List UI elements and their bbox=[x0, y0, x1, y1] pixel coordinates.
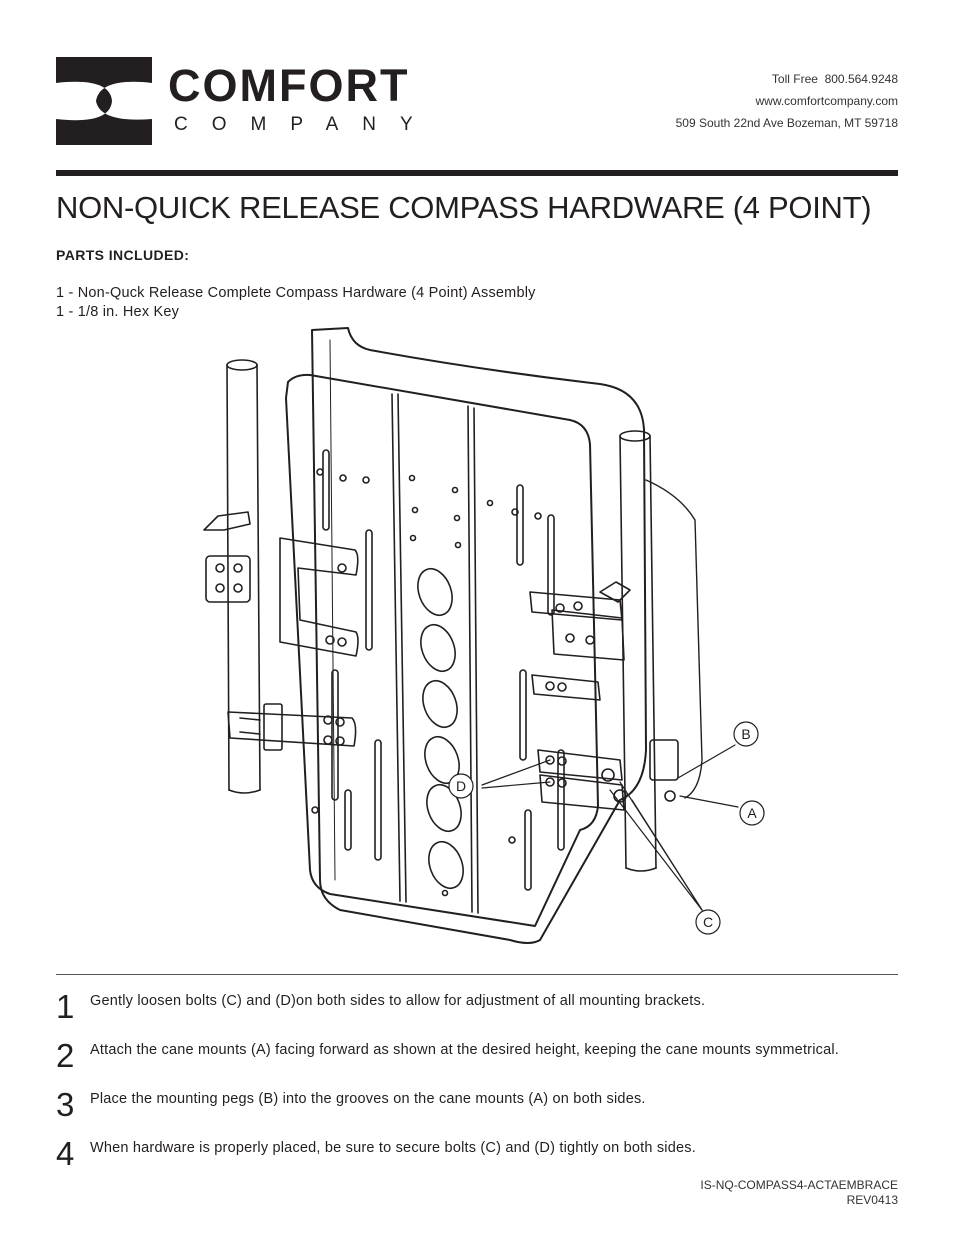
right-lower-bracket bbox=[537, 739, 679, 811]
header-divider bbox=[56, 170, 898, 176]
page-title: NON-QUICK RELEASE COMPASS HARDWARE (4 PO… bbox=[56, 190, 872, 225]
right-upper-bracket bbox=[529, 581, 631, 701]
callout-d bbox=[448, 773, 474, 799]
contact-phone: Toll Free 800.564.9248 bbox=[771, 72, 898, 86]
assembly-diagram: B A C D bbox=[203, 327, 765, 944]
left-lower-bracket bbox=[227, 703, 357, 751]
document-code: IS-NQ-COMPASS4-ACTAEMBRACE bbox=[700, 1178, 898, 1192]
company-logo: COMFORT COMPANY bbox=[56, 57, 436, 147]
parts-heading: PARTS INCLUDED: bbox=[56, 247, 190, 263]
oval-cutouts bbox=[417, 567, 464, 890]
contact-info: Toll Free 800.564.9248 www.comfortcompan… bbox=[676, 68, 898, 134]
contact-address: 509 South 22nd Ave Bozeman, MT 59718 bbox=[675, 116, 898, 130]
step-item: 1 Gently loosen bolts (C) and (D)on both… bbox=[56, 988, 926, 1037]
callout-a-label: A bbox=[747, 805, 757, 821]
document-revision: REV0413 bbox=[846, 1193, 898, 1207]
step-number: 1 bbox=[56, 988, 75, 1025]
document-info: IS-NQ-COMPASS4-ACTAEMBRACE REV0413 bbox=[700, 1178, 898, 1208]
step-text: Place the mounting pegs (B) into the gro… bbox=[90, 1091, 646, 1107]
step-item: 4 When hardware is properly placed, be s… bbox=[56, 1135, 926, 1184]
slot-group-right bbox=[516, 484, 565, 891]
step-number: 2 bbox=[56, 1037, 75, 1074]
step-item: 3 Place the mounting pegs (B) into the g… bbox=[56, 1086, 926, 1135]
step-text: When hardware is properly placed, be sur… bbox=[90, 1140, 696, 1156]
callout-b bbox=[733, 721, 759, 747]
mounting-peg bbox=[664, 790, 676, 802]
backing-plate bbox=[285, 373, 599, 927]
step-text: Attach the cane mounts (A) facing forwar… bbox=[90, 1042, 839, 1058]
instruction-steps: 1 Gently loosen bolts (C) and (D)on both… bbox=[56, 988, 926, 1184]
step-item: 2 Attach the cane mounts (A) facing forw… bbox=[56, 1037, 926, 1086]
parts-item: 1 - Non-Quck Release Complete Compass Ha… bbox=[56, 285, 536, 301]
logo-mark-icon bbox=[56, 57, 152, 145]
seat-back-shell bbox=[311, 327, 647, 944]
left-cane-tube bbox=[226, 359, 261, 794]
callout-b-label: B bbox=[741, 726, 750, 742]
callout-a bbox=[739, 800, 765, 826]
left-upper-bracket bbox=[203, 511, 359, 657]
slot-group-left bbox=[322, 449, 382, 861]
callout-leaders bbox=[481, 744, 739, 911]
parts-list: 1 - Non-Quck Release Complete Compass Ha… bbox=[56, 284, 536, 322]
callout-d-label: D bbox=[456, 778, 466, 794]
logo-word-company: COMPANY bbox=[174, 114, 437, 135]
step-number: 3 bbox=[56, 1086, 75, 1123]
mounting-holes bbox=[311, 468, 542, 897]
step-text: Gently loosen bolts (C) and (D)on both s… bbox=[90, 993, 706, 1009]
logo-word-comfort: COMFORT bbox=[168, 60, 410, 111]
parts-item: 1 - 1/8 in. Hex Key bbox=[56, 304, 180, 320]
contact-website: www.comfortcompany.com bbox=[755, 94, 898, 108]
cane-mount bbox=[649, 739, 679, 781]
step-number: 4 bbox=[56, 1135, 75, 1172]
right-cane-tube bbox=[619, 430, 657, 872]
steps-divider bbox=[56, 974, 898, 975]
callout-c bbox=[695, 909, 721, 935]
callout-c-label: C bbox=[703, 914, 713, 930]
